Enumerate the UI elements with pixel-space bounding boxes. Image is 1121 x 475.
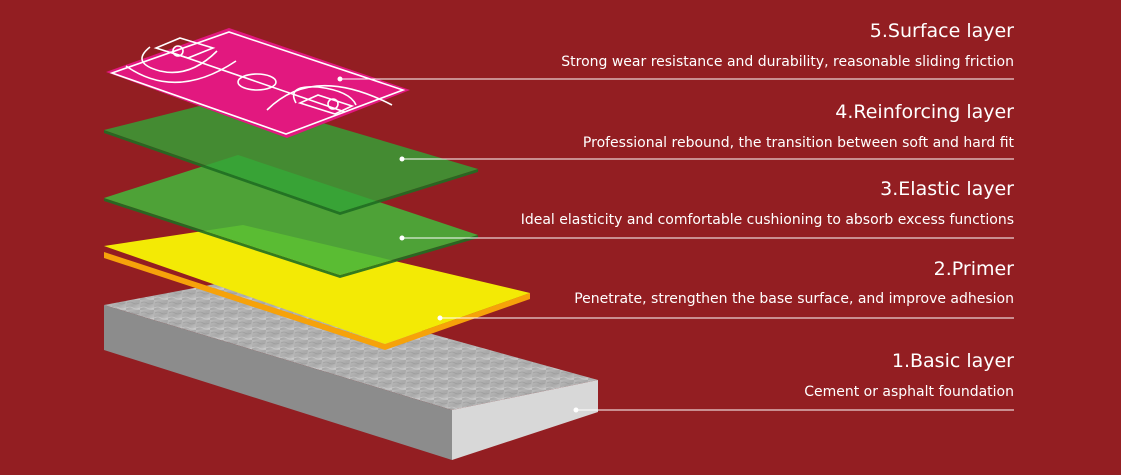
primer-layer-description: Penetrate, strengthen the base surface, … <box>574 291 1014 307</box>
primer-layer-slab <box>104 225 530 350</box>
elastic-layer-title: 3.Elastic layer <box>880 178 1014 200</box>
surface-layer-description: Strong wear resistance and durability, r… <box>561 54 1014 70</box>
leader-dot-elastic <box>399 235 405 241</box>
leader-dot-surface <box>337 76 343 82</box>
reinforcing-layer-slab <box>104 97 478 215</box>
leader-dot-reinforcing <box>399 156 405 162</box>
leader-lines <box>337 76 1014 413</box>
elastic-layer-slab <box>104 155 478 278</box>
surface-layer-title: 5.Surface layer <box>869 20 1014 42</box>
elastic-layer-description: Ideal elasticity and comfortable cushion… <box>520 212 1014 228</box>
reinforcing-layer-description: Professional rebound, the transition bet… <box>582 135 1014 151</box>
basic-layer-description: Cement or asphalt foundation <box>804 384 1014 400</box>
basic-layer-slab <box>104 280 598 460</box>
leader-dot-basic <box>573 407 579 413</box>
primer-layer-title: 2.Primer <box>933 258 1014 280</box>
leader-dot-primer <box>437 315 443 321</box>
basic-layer-title: 1.Basic layer <box>891 350 1014 372</box>
surface-layer-court <box>106 28 410 138</box>
reinforcing-layer-title: 4.Reinforcing layer <box>835 101 1014 123</box>
